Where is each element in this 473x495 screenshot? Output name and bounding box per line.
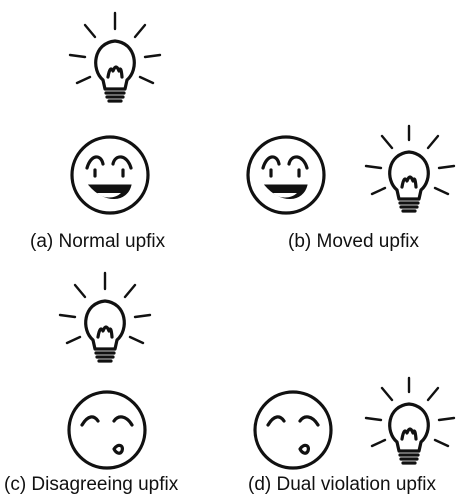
panel-moved-upfix: (b) Moved upfix [236, 0, 473, 252]
panel-disagreeing-upfix: (c) Disagreeing upfix [0, 255, 236, 495]
lightbulb-icon [68, 11, 162, 103]
caption-disagreeing-upfix: (c) Disagreeing upfix [4, 474, 179, 495]
lightbulb-icon [58, 271, 152, 363]
happy-face-icon [246, 135, 326, 215]
sad-face-icon [67, 390, 147, 470]
caption-normal-upfix: (a) Normal upfix [30, 231, 166, 252]
panel-normal-upfix: (a) Normal upfix [0, 0, 236, 252]
lightbulb-icon [364, 376, 456, 465]
caption-dual-violation-upfix: (d) Dual violation upfix [248, 474, 436, 495]
caption-moved-upfix: (b) Moved upfix [288, 231, 419, 252]
panel-dual-violation-upfix: (d) Dual violation upfix [236, 255, 473, 495]
sad-face-icon [253, 390, 333, 470]
lightbulb-icon [364, 124, 456, 213]
happy-face-icon [70, 135, 150, 215]
